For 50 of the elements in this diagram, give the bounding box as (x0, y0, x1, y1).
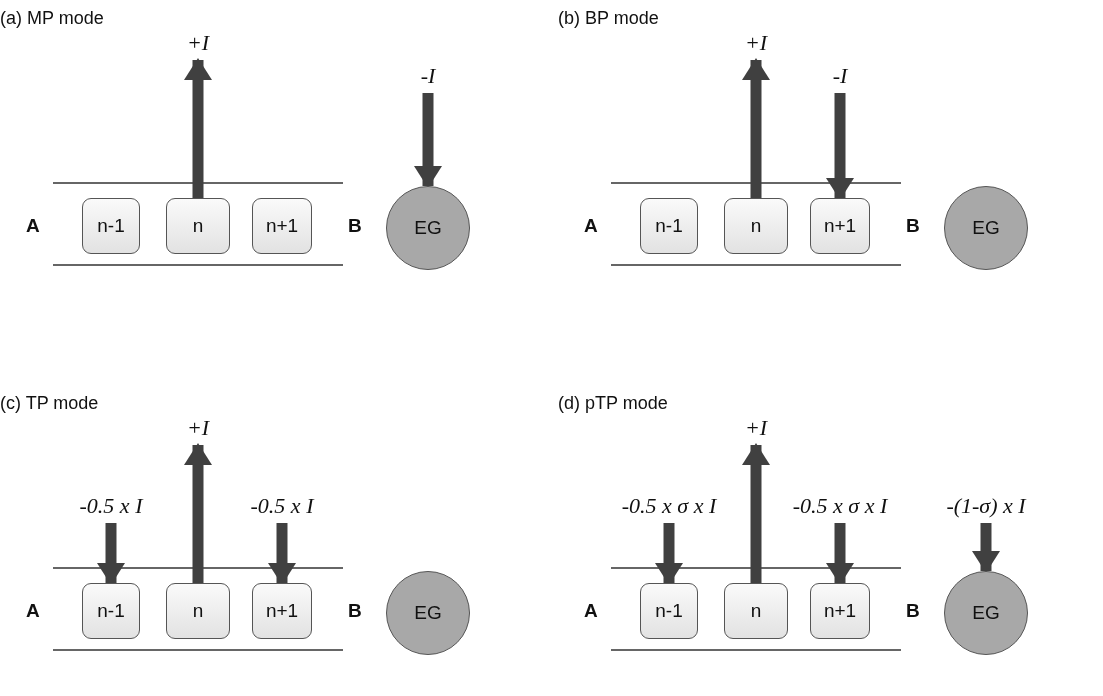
edge-label: +I (744, 30, 768, 56)
edge-label: -0.5 x σ x I (621, 493, 717, 519)
edge-label: -0.5 x I (79, 493, 143, 519)
electrode-box: n (724, 198, 788, 254)
current-arrow (655, 523, 683, 585)
end-label: A (26, 215, 40, 237)
end-label: A (584, 600, 598, 622)
electrode-box: n (724, 583, 788, 639)
current-arrow (742, 58, 770, 198)
edge-label: -0.5 x σ x I (792, 493, 888, 519)
current-arrow (414, 93, 442, 188)
electrode-box: n-1 (640, 583, 698, 639)
ground-electrode-circle: EG (944, 571, 1028, 655)
end-label: B (906, 215, 920, 237)
edge-label: +I (186, 30, 210, 56)
ground-electrode-circle: EG (944, 186, 1028, 270)
edge-label: +I (744, 415, 768, 441)
current-arrow (268, 523, 296, 585)
edge-label: +I (186, 415, 210, 441)
panel-title: (a) MP mode (0, 8, 104, 29)
end-label: B (348, 600, 362, 622)
ground-electrode-circle: EG (386, 186, 470, 270)
electrode-box: n-1 (82, 198, 140, 254)
end-label: B (348, 215, 362, 237)
end-label: B (906, 600, 920, 622)
current-arrow (97, 523, 125, 585)
current-arrow (826, 93, 854, 200)
edge-label: -(1-σ) x I (946, 493, 1026, 519)
electrode-box: n+1 (252, 583, 312, 639)
ground-electrode-circle: EG (386, 571, 470, 655)
end-label: A (26, 600, 40, 622)
current-arrow (972, 523, 1000, 573)
panel-title: (b) BP mode (558, 8, 659, 29)
electrode-box: n+1 (252, 198, 312, 254)
panel-title: (c) TP mode (0, 393, 99, 414)
edge-label: -I (832, 63, 848, 89)
end-label: A (584, 215, 598, 237)
current-arrow (184, 443, 212, 583)
electrode-box: n+1 (810, 583, 870, 639)
edge-label: -I (420, 63, 436, 89)
electrode-box: n-1 (82, 583, 140, 639)
current-arrow (826, 523, 854, 585)
electrode-box: n-1 (640, 198, 698, 254)
current-arrow (184, 58, 212, 198)
electrode-box: n (166, 583, 230, 639)
panel-title: (d) pTP mode (558, 393, 668, 414)
edge-label: -0.5 x I (250, 493, 314, 519)
current-arrow (742, 443, 770, 583)
electrode-box: n+1 (810, 198, 870, 254)
electrode-box: n (166, 198, 230, 254)
